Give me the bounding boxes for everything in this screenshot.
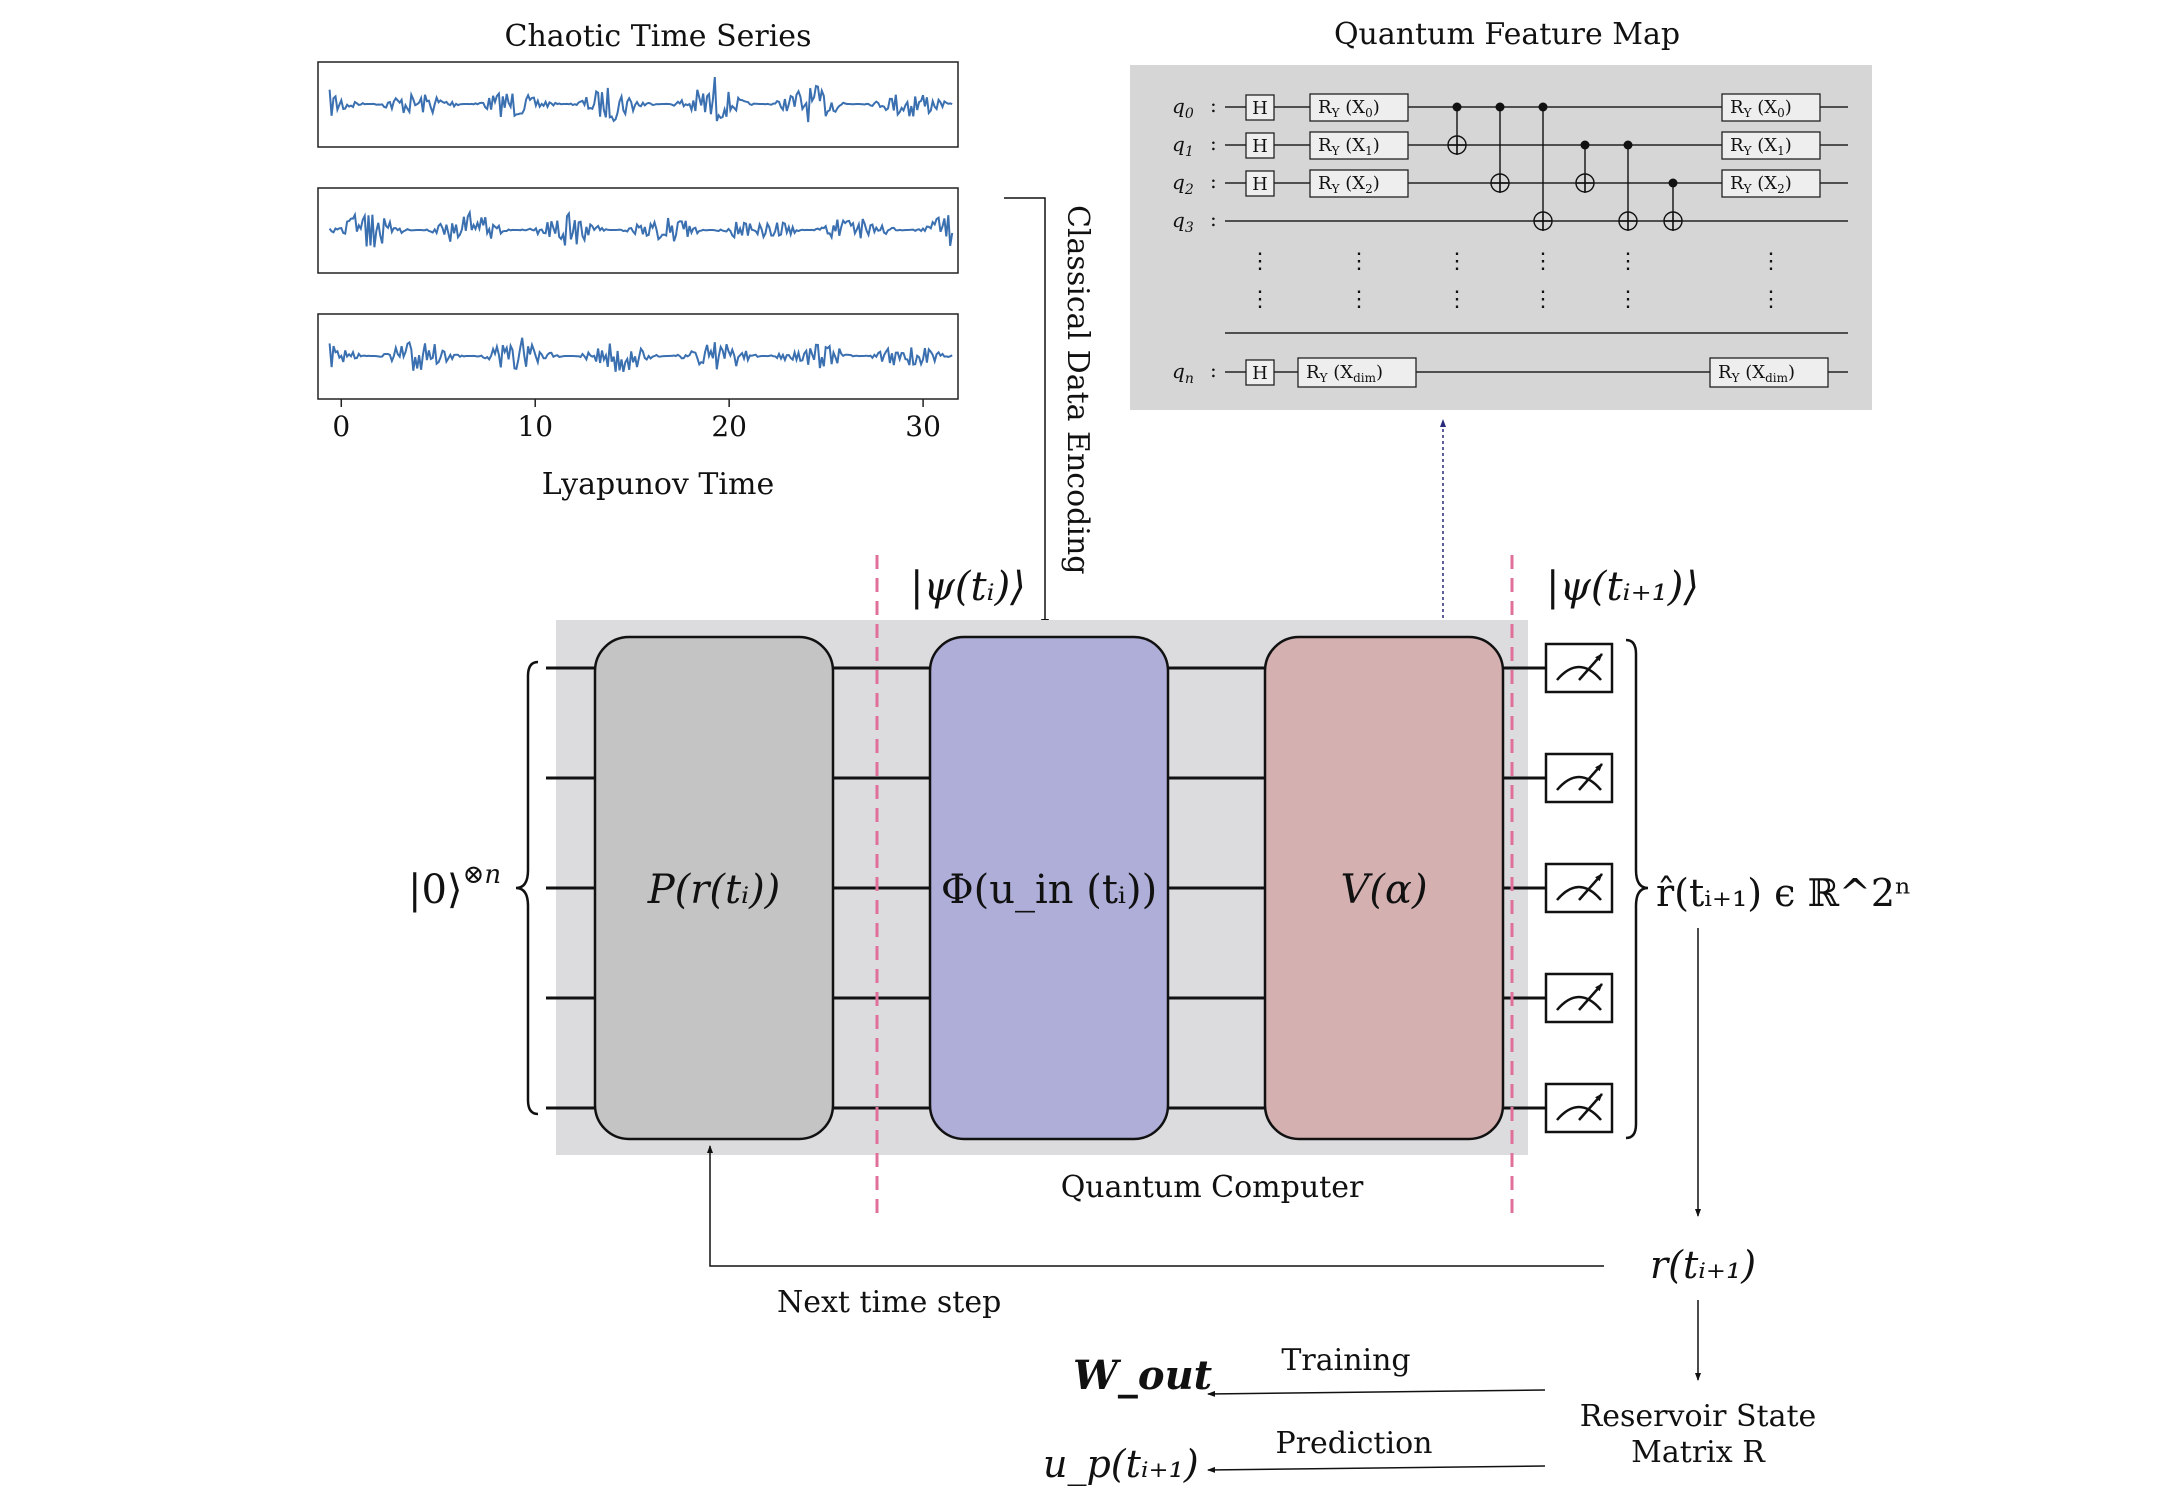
x-axis-label: Lyapunov Time <box>542 467 774 502</box>
measurement-icon <box>1544 752 1614 804</box>
feature-map-panel: Quantum Feature Map q0 q1 q2 q3 qn : : :… <box>1130 17 1872 410</box>
series-line-2 <box>328 209 954 248</box>
measurement-icon <box>1544 972 1614 1024</box>
ry-gates-left: RY (X0) RY (X1) RY (X2) RY (Xdim) <box>1297 93 1417 388</box>
gate-p <box>593 635 835 1141</box>
svg-text:⋮: ⋮ <box>1532 287 1554 312</box>
ry-gate-label: RY (X0) <box>1730 97 1792 120</box>
h-gate-label: H <box>1252 98 1268 119</box>
ry-gate-label: RY (X0) <box>1318 97 1380 120</box>
psi-out-label: |ψ(tᵢ₊₁)⟩ <box>1546 564 1699 610</box>
svg-text::: : <box>1210 93 1217 117</box>
svg-text:⋮: ⋮ <box>1348 249 1370 274</box>
h-gate-label: H <box>1252 363 1268 384</box>
qubit-colons: : : : : : <box>1210 93 1217 382</box>
up-label: u_p(tᵢ₊₁) <box>1043 1442 1199 1487</box>
ry-gates-right: RY (X0) RY (X1) RY (X2) RY (Xdim) <box>1709 93 1829 388</box>
svg-text::: : <box>1210 207 1217 231</box>
measurement-column <box>1544 642 1614 1134</box>
ry-gate-label: RY (X1) <box>1318 135 1380 158</box>
output-brace <box>1625 638 1649 1140</box>
prediction-label: Prediction <box>1276 1426 1433 1461</box>
series-plot-3 <box>317 313 959 400</box>
flow: r(tᵢ₊₁) Next time step Reservoir State M… <box>707 928 1817 1487</box>
cnot-targets-vert <box>1456 136 1674 230</box>
readout-label: r̂(tᵢ₊₁) ϵ ℝ^2ⁿ <box>1656 871 1912 915</box>
x-tick-label: 20 <box>711 410 747 443</box>
cnot-controls <box>1452 102 1678 188</box>
svg-text::: : <box>1210 358 1217 382</box>
svg-text:⋮: ⋮ <box>1446 249 1468 274</box>
training-label: Training <box>1281 1343 1410 1378</box>
wout-label: W_out <box>1073 1352 1213 1399</box>
ry-gate-label: RY (X1) <box>1730 135 1792 158</box>
series-line-3 <box>328 337 953 372</box>
reservoir-line1: Reservoir State <box>1580 1399 1817 1434</box>
svg-text::: : <box>1210 131 1217 155</box>
qubit-label-1: q1 <box>1172 132 1194 160</box>
x-tick-label: 30 <box>905 410 941 443</box>
feedback-arrow <box>707 1145 1604 1267</box>
svg-text:⋮: ⋮ <box>1446 287 1468 312</box>
x-tick-label: 10 <box>517 410 553 443</box>
input-state: |0⟩⊗n <box>408 860 501 913</box>
gate-phi <box>928 635 1170 1141</box>
h-gate-label: H <box>1252 174 1268 195</box>
encoding-label: Classical Data Encoding <box>1060 205 1095 574</box>
encoding-arrow: Classical Data Encoding <box>1004 197 1095 629</box>
time-series-panel: Chaotic Time Series 0 10 20 30 Lyapunov Tim… <box>317 19 959 502</box>
svg-text::: : <box>1210 169 1217 193</box>
ry-gate-label: RY (Xdim) <box>1718 362 1795 385</box>
svg-text:⋮: ⋮ <box>1617 249 1639 274</box>
x-axis-ticks: 0 10 20 30 <box>332 399 941 443</box>
psi-in-label: |ψ(tᵢ)⟩ <box>910 564 1026 610</box>
qubit-label-n: qn <box>1172 359 1194 387</box>
quantum-computer-label: Quantum Computer <box>1061 1170 1364 1205</box>
qubit-label-3: q3 <box>1172 208 1194 236</box>
svg-text:⋮: ⋮ <box>1348 287 1370 312</box>
state-next-label: r(tᵢ₊₁) <box>1650 1243 1756 1287</box>
feature-map-background <box>1130 65 1872 410</box>
prediction-arrow <box>1207 1465 1546 1473</box>
h-gates: H H H H <box>1245 94 1275 386</box>
gate-v <box>1263 635 1505 1141</box>
measurement-icon <box>1544 1082 1614 1134</box>
h-gate-label: H <box>1252 136 1268 157</box>
ry-gate-label: RY (X2) <box>1318 173 1380 196</box>
ry-gate-label: RY (Xdim) <box>1306 362 1383 385</box>
feature-map-title: Quantum Feature Map <box>1334 17 1680 52</box>
time-series-title: Chaotic Time Series <box>505 19 812 54</box>
svg-text:⋮: ⋮ <box>1617 287 1639 312</box>
qubit-label-2: q2 <box>1172 170 1194 198</box>
gate-phi-label: Φ(u_in (tᵢ)) <box>941 867 1157 913</box>
reservoir-line2: Matrix R <box>1631 1435 1766 1470</box>
gate-v-label: V(α) <box>1340 867 1427 913</box>
gate-p-label: P(r(tᵢ)) <box>647 867 781 913</box>
svg-text:⋮: ⋮ <box>1760 249 1782 274</box>
x-tick-label: 0 <box>332 410 350 443</box>
quantum-computer: P(r(tᵢ)) Φ(u_in (tᵢ)) V(α) |0⟩⊗n r̂(tᵢ₊₁… <box>408 555 1912 1220</box>
svg-text:⋮: ⋮ <box>1249 287 1271 312</box>
svg-text:⋮: ⋮ <box>1249 249 1271 274</box>
ry-gate-label: RY (X2) <box>1730 173 1792 196</box>
qubit-labels: q0 q1 q2 q3 qn <box>1172 94 1194 387</box>
measurement-icon <box>1544 642 1614 694</box>
svg-text:⋮: ⋮ <box>1760 287 1782 312</box>
measurement-icon <box>1544 862 1614 914</box>
svg-text:⋮: ⋮ <box>1532 249 1554 274</box>
qubit-label-0: q0 <box>1172 94 1194 122</box>
input-brace <box>515 660 539 1116</box>
ellipsis-dots: ⋮ ⋮ ⋮ ⋮ ⋮ ⋮ ⋮ ⋮ ⋮ ⋮ ⋮ ⋮ <box>1249 249 1782 312</box>
next-step-label: Next time step <box>777 1285 1001 1320</box>
series-line-1 <box>328 77 953 123</box>
training-arrow <box>1207 1389 1546 1397</box>
